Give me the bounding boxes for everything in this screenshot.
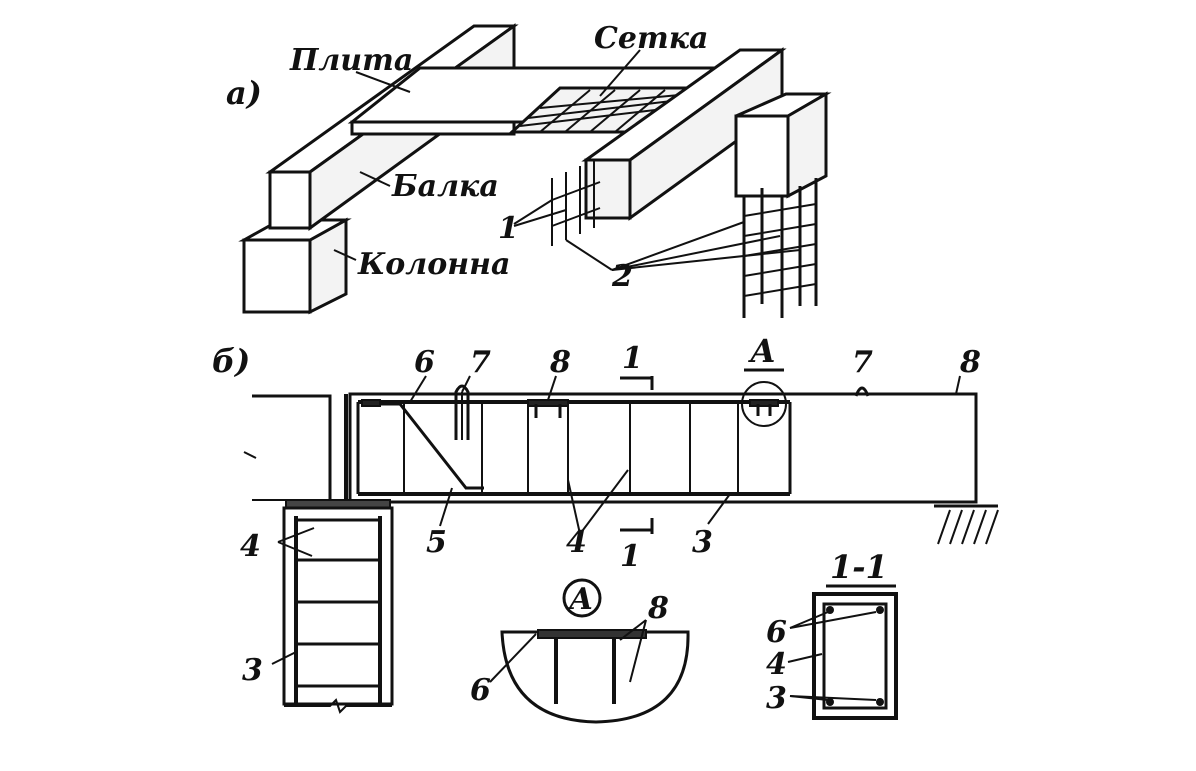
- num-4-mid: 4: [566, 525, 587, 560]
- section-num-6: 6: [766, 615, 787, 650]
- num-5: 5: [426, 525, 447, 560]
- column-label: Колонна: [357, 247, 510, 282]
- detail-a-label: А: [567, 582, 593, 617]
- part-a-view: а) Плита Сетка Балка Колонна 1 2: [226, 21, 832, 318]
- detail-a: А 8 6: [470, 578, 690, 724]
- detail-a-num-8: 8: [647, 591, 669, 626]
- beam-label: Балка: [391, 169, 499, 204]
- detail-a-num-6: 6: [470, 673, 491, 708]
- node-a-mark: А: [748, 332, 776, 370]
- mesh-label: Сетка: [594, 21, 708, 56]
- column-elevation: [282, 506, 394, 714]
- callout-1: 1: [498, 211, 519, 246]
- right-column: [734, 91, 832, 318]
- num-8-mid: 8: [549, 345, 571, 380]
- num-3-mid: 3: [692, 525, 713, 560]
- plate-label: Плита: [289, 43, 413, 78]
- num-3-left: 3: [242, 653, 263, 688]
- num-7-left: 7: [470, 345, 491, 380]
- section-1-1: 1-1 6 4 3: [766, 548, 898, 720]
- part-b-label: б): [212, 342, 250, 380]
- adjacent-element: [243, 394, 332, 501]
- num-8-right: 8: [959, 345, 981, 380]
- num-7-right: 7: [852, 345, 873, 380]
- num-6: 6: [414, 345, 435, 380]
- num-4-left: 4: [240, 529, 261, 564]
- right-beam: [551, 47, 787, 246]
- leaders-b: [271, 375, 961, 665]
- part-a-label: а): [226, 74, 262, 112]
- section-num-3: 3: [766, 681, 787, 716]
- support-hatch: [934, 504, 999, 545]
- callout-2: 2: [611, 259, 633, 294]
- section-mark-bottom: 1: [620, 539, 641, 574]
- section-mark-top: 1: [622, 341, 643, 376]
- part-b-view: б): [212, 332, 999, 714]
- leaders-a: [333, 49, 801, 271]
- beam-elevation: [285, 376, 999, 545]
- left-column: [238, 217, 352, 315]
- section-num-4: 4: [766, 647, 787, 682]
- section-title: 1-1: [830, 548, 888, 586]
